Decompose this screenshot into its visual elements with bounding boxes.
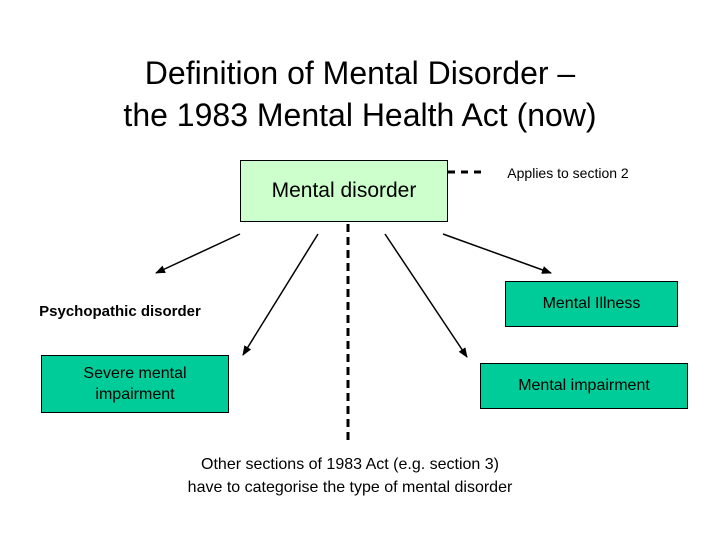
mental-disorder-box: Mental disorder xyxy=(240,160,448,222)
psychopathic-disorder-label: Psychopathic disorder xyxy=(39,302,201,320)
title-line-1: Definition of Mental Disorder – xyxy=(144,55,576,91)
mental-illness-label: Mental Illness xyxy=(542,295,641,312)
psychopathic-disorder-box: Psychopathic disorder xyxy=(16,297,224,325)
severe-mental-impairment-line-1: Severe mental xyxy=(83,365,187,382)
severe-mental-impairment-box: Severe mental impairment xyxy=(41,355,229,413)
arrow-to-severe-impairment xyxy=(242,233,319,356)
other-sections-line-2: have to categorise the type of mental di… xyxy=(187,479,513,496)
arrow-to-mental-impairment xyxy=(384,233,468,358)
title-line-2: the 1983 Mental Health Act (now) xyxy=(123,97,597,133)
mental-disorder-label: Mental disorder xyxy=(271,179,417,202)
severe-mental-impairment-line-2: impairment xyxy=(95,386,175,403)
other-sections-line-1: Other sections of 1983 Act (e.g. section… xyxy=(201,456,499,473)
mental-impairment-label: Mental impairment xyxy=(518,377,650,394)
mental-illness-box: Mental Illness xyxy=(505,281,678,327)
other-sections-note: Other sections of 1983 Act (e.g. section… xyxy=(110,452,590,500)
applies-to-section-2-label: Applies to section 2 xyxy=(507,165,629,181)
slide-title: Definition of Mental Disorder – the 1983… xyxy=(0,52,720,136)
arrow-to-psychopathic xyxy=(155,233,241,274)
arrow-to-mental-illness xyxy=(442,233,552,274)
mental-impairment-box: Mental impairment xyxy=(480,363,688,409)
